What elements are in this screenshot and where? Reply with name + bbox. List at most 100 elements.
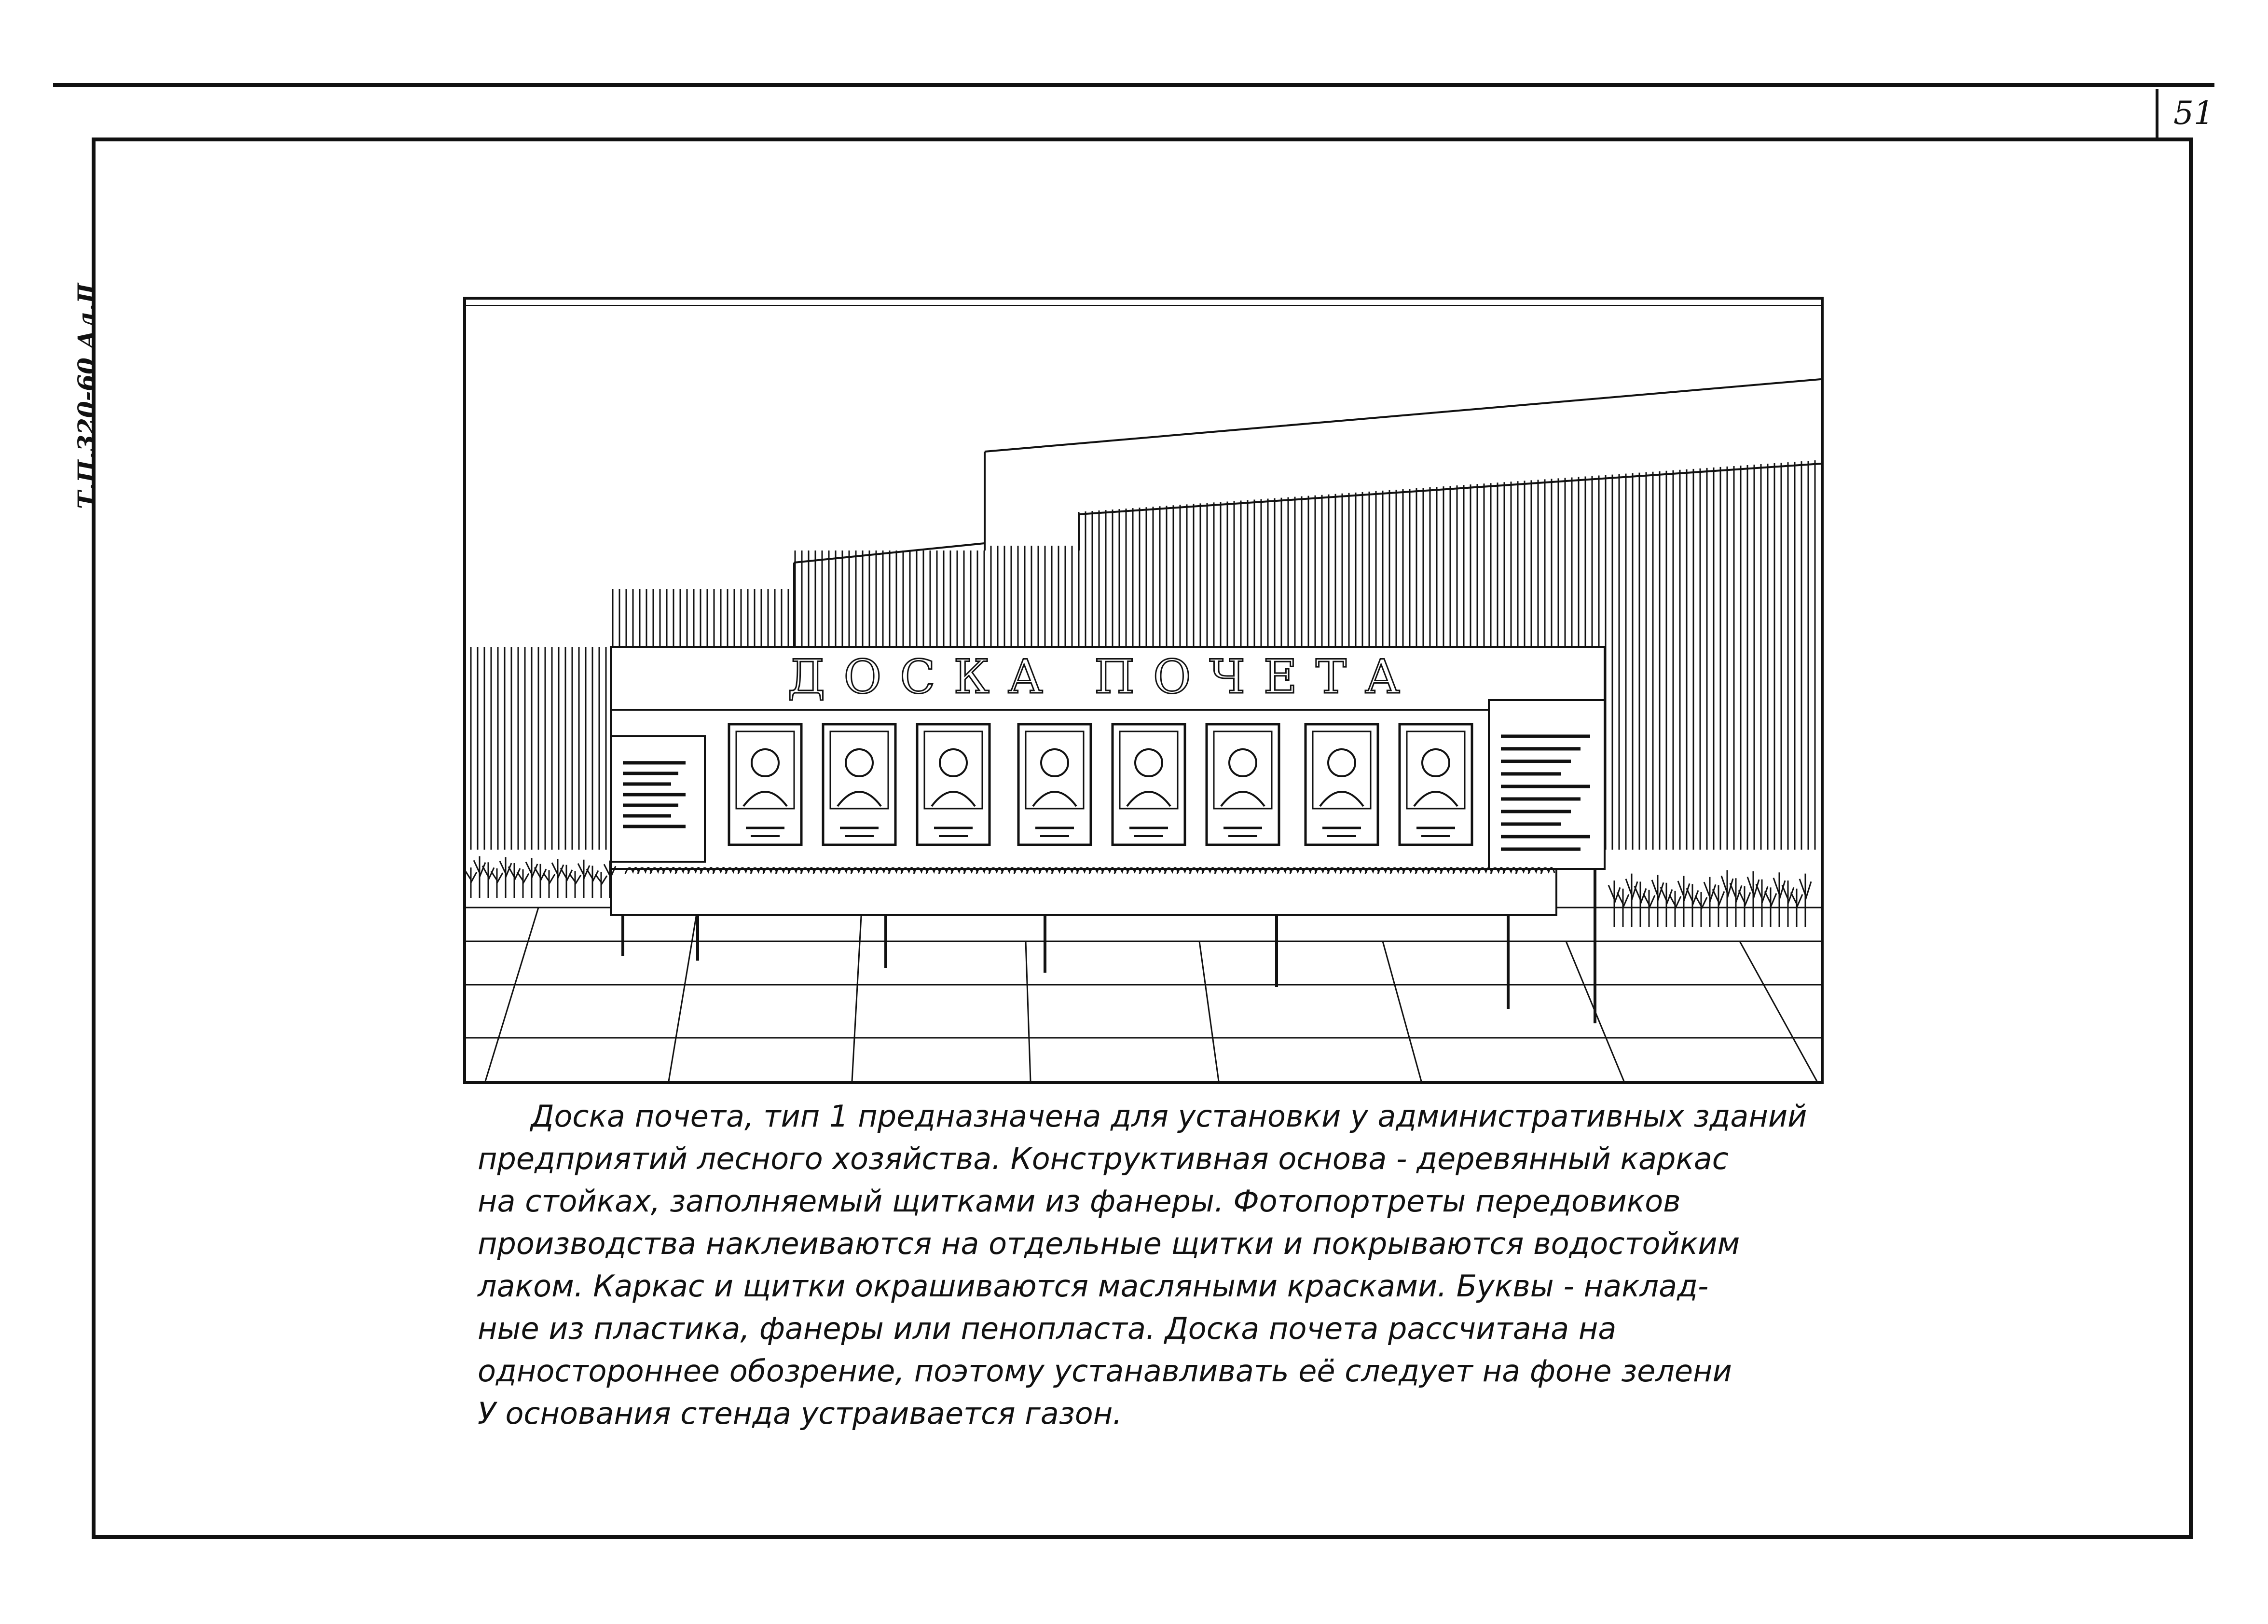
shrub-branch (1686, 884, 1699, 927)
shrub-branch (1625, 873, 1638, 927)
portrait-head (751, 748, 780, 777)
planter-foliage (1352, 867, 1367, 874)
planter-foliage (1264, 867, 1279, 874)
planter-foliage (1139, 867, 1154, 874)
portrait-frame (1398, 723, 1473, 846)
portrait-head (939, 748, 968, 777)
shrub-branch (1608, 881, 1621, 927)
right-info-panel (1488, 699, 1606, 870)
planter-foliage (1226, 867, 1242, 874)
planter-foliage (1277, 867, 1292, 874)
planter-foliage (737, 867, 753, 874)
planter-foliage (875, 867, 891, 874)
portrait-head (1040, 748, 1069, 777)
planter-foliage (674, 867, 690, 874)
paving-grid (466, 907, 1821, 1081)
shrub-branch (1712, 885, 1725, 927)
planter-foliage (712, 867, 728, 874)
planter-foliage (1289, 867, 1305, 874)
portrait-head (1228, 748, 1257, 777)
planter-foliage (1427, 867, 1443, 874)
left-info-panel (610, 735, 706, 863)
planter-foliage (1327, 867, 1342, 874)
planter-foliage (1314, 867, 1330, 874)
honor-board-drawing: ДОСКА ПОЧЕТА (466, 305, 1821, 1081)
info-panel-text-lines (623, 734, 1590, 851)
shrub-branch (473, 856, 486, 898)
portrait-photo (1213, 730, 1273, 810)
planter-foliage (662, 867, 677, 874)
portrait-photo (1312, 730, 1372, 810)
planter-foliage (1189, 867, 1204, 874)
portrait-photo (1025, 730, 1085, 810)
planter-foliage (1113, 867, 1129, 874)
shrub-branch (1703, 877, 1717, 927)
caption-line: Доска почета, тип 1 предназначена для ус… (531, 1099, 1807, 1134)
planter-foliage (1164, 867, 1179, 874)
planter-foliage (1490, 867, 1505, 874)
shrub-branch (1773, 872, 1786, 927)
portrait-head (845, 748, 874, 777)
building-upper-block (984, 378, 1821, 551)
page-number-box (2156, 89, 2210, 139)
shrub-branch (534, 864, 547, 898)
shrub-branch (1616, 888, 1630, 927)
planter-foliage (624, 867, 640, 874)
planter-foliage (1214, 867, 1229, 874)
portrait-shoulders (1220, 791, 1265, 807)
board-title: ДОСКА ПОЧЕТА (787, 650, 1418, 704)
planter-foliage (1026, 867, 1041, 874)
shrub-branch (594, 872, 608, 898)
planter-foliage (1201, 867, 1217, 874)
planter-foliage (976, 867, 991, 874)
planter-foliage (1477, 867, 1493, 874)
shrub-branch (1668, 891, 1682, 927)
planter-foliage (1001, 867, 1016, 874)
planter-foliage (1063, 867, 1079, 874)
planter-foliage (838, 867, 853, 874)
portrait-head (1421, 748, 1450, 777)
portrait-shoulders (1126, 791, 1171, 807)
planter-foliage (950, 867, 966, 874)
planter-foliage (687, 867, 702, 874)
shrub-branch (1660, 882, 1673, 927)
portrait-shoulders (1319, 791, 1364, 807)
caption-line: У основания стенда устраивается газон. (478, 1396, 1122, 1431)
portrait-photo (829, 730, 889, 810)
side-document-code: Т.П.320-60 Ал.Ⅱ (72, 283, 101, 509)
portrait-frame (1205, 723, 1280, 846)
shrub-branch (551, 859, 564, 898)
planter-foliage (1076, 867, 1091, 874)
shrub-branch (586, 866, 599, 898)
caption-text: Доска почета, тип 1 предназначена для ус… (478, 1095, 1838, 1435)
planter-foliage (1527, 867, 1543, 874)
shrub-branch (1634, 881, 1647, 927)
planter-foliage (1364, 867, 1380, 874)
shrub-branch (1677, 876, 1691, 927)
portrait-shoulders (931, 791, 976, 807)
planter-foliage (1515, 867, 1530, 874)
shrub-branch (525, 858, 538, 898)
portrait-frame (1111, 723, 1186, 846)
planter-foliage (762, 867, 778, 874)
shrub-branch (1651, 875, 1664, 927)
planter-foliage (1339, 867, 1355, 874)
shrub-branch (466, 867, 478, 898)
caption-line: на стойках, заполняемый щитками из фанер… (478, 1184, 1681, 1219)
shrubbery (466, 856, 1812, 927)
portrait-frame (916, 723, 991, 846)
shrub-branch (568, 871, 582, 898)
planter-foliage (700, 867, 715, 874)
planter-foliage (963, 867, 978, 874)
planter-foliage (888, 867, 903, 874)
planter-foliage (1389, 867, 1405, 874)
caption-line: лаком. Каркас и щитки окрашиваются масля… (478, 1268, 1709, 1304)
planter-foliage (1101, 867, 1116, 874)
sheet-frame (92, 138, 2193, 1539)
shrub-branch (1729, 878, 1743, 927)
shrub-branch (490, 868, 504, 898)
caption-line: ные из пластика, фанеры или пенопласта. … (478, 1311, 1617, 1346)
portrait-frame (728, 723, 803, 846)
caption-line: предприятий лесного хозяйства. Конструкт… (478, 1141, 1729, 1176)
planter-foliage (800, 867, 815, 874)
